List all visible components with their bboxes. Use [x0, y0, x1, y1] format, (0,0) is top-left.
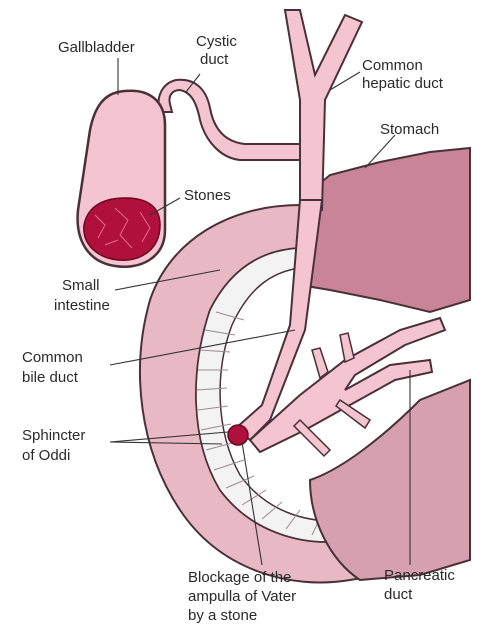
label-pancreatic-duct: Pancreatic duct — [384, 567, 459, 603]
label-cystic-duct: Cystic duct — [196, 33, 241, 68]
label-blockage: Blockage of the ampulla of Vater by a st… — [188, 569, 300, 624]
label-common-hepatic-duct: Common hepatic duct — [362, 57, 444, 92]
cystic-duct — [159, 80, 300, 160]
label-sphincter-of-oddi: Sphincter of Oddi — [22, 427, 90, 464]
label-stones: Stones — [184, 187, 231, 204]
label-small-intestine: Small intestine — [54, 277, 110, 314]
stomach — [300, 148, 470, 312]
ampulla-stone — [228, 425, 248, 445]
label-stomach: Stomach — [380, 121, 439, 138]
gallstones — [84, 198, 160, 260]
label-common-bile-duct: Common bile duct — [22, 349, 87, 386]
label-gallbladder: Gallbladder — [58, 39, 135, 56]
